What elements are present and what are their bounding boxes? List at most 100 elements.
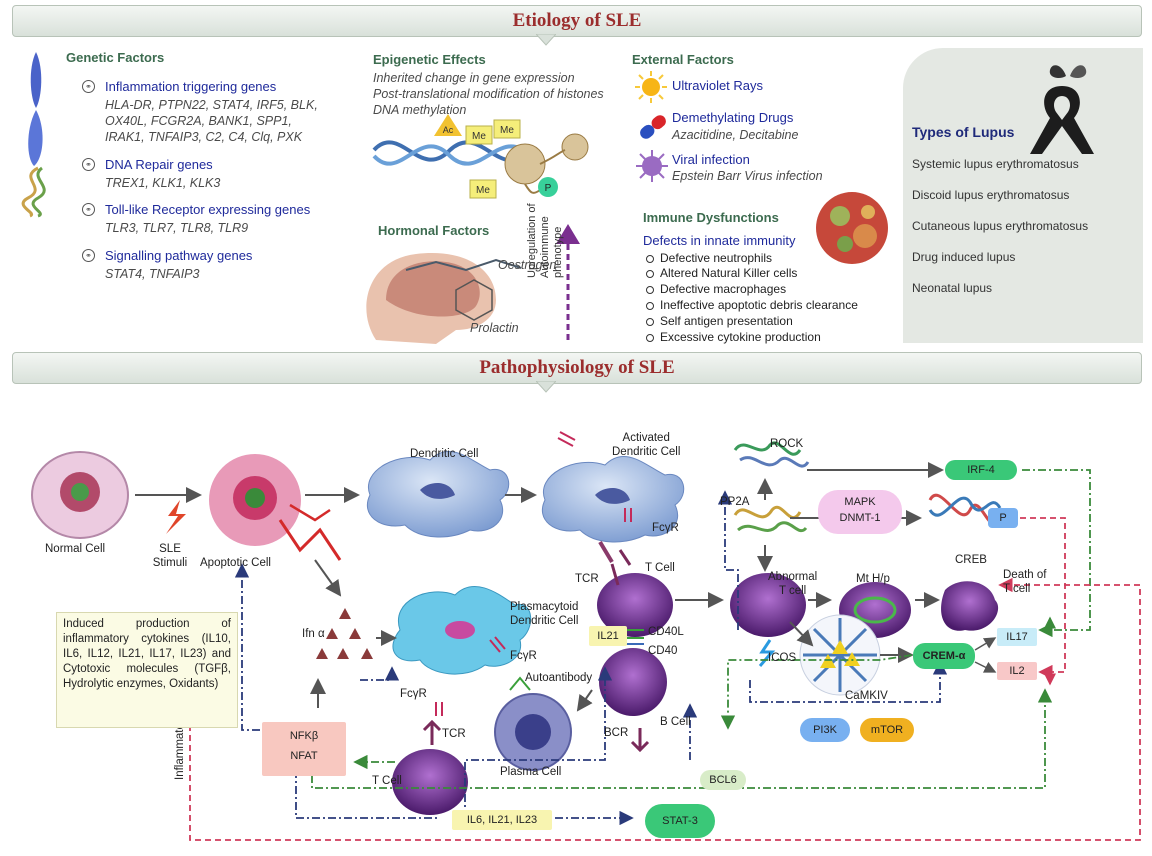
lupus-type-item: Drug induced lupus (912, 250, 1016, 264)
epigenetic-mark-p: P (545, 183, 552, 194)
activated-dc-label: Activated Dendritic Cell (612, 431, 680, 459)
upregulation-line-2: Autoimmune (539, 216, 551, 278)
pi3k-pill: PI3K (800, 718, 850, 742)
creb-label: CREB (955, 554, 987, 566)
bcl6-pill: BCL6 (700, 770, 746, 790)
pathophysiology-title: Pathophysiology of SLE (479, 357, 675, 378)
immune-cell-cluster-icon (816, 192, 888, 264)
pathophysiology-banner: Pathophysiology of SLE (12, 352, 1142, 384)
cd40-label: CD40 (648, 645, 678, 657)
fcgr-left-label: FcγR (400, 688, 427, 700)
sle-stimuli-line-2: Stimuli (152, 557, 188, 569)
epigenetic-line-3: DNA methylation (373, 103, 467, 117)
external-heading: External Factors (632, 52, 734, 67)
lupus-types-panel (903, 48, 1143, 343)
signalling-genes: STAT4, TNFAIP3 (105, 267, 200, 281)
il17-pill: IL17 (997, 628, 1037, 646)
il21-pill: IL21 (589, 626, 627, 646)
gene-icon: ⚭ (82, 80, 95, 93)
tcr-bottom-label: TCR (442, 728, 466, 740)
activated-dc-line-2: Dendritic Cell (612, 446, 681, 458)
fcgr-pdc-label: FcγR (510, 650, 537, 662)
epigenetic-heading: Epigenetic Effects (373, 52, 486, 67)
inflammation-genes-line-1: HLA-DR, PTPN22, STAT4, IRF5, BLK, (105, 98, 318, 112)
awareness-ribbon-icon (1030, 65, 1094, 154)
pdc-line-2: Dendritic Cell (510, 615, 579, 627)
signal-arrows-red (189, 517, 1141, 841)
receptor-marks (435, 431, 632, 716)
epigenetic-mark-me-2: Me (500, 125, 514, 136)
immune-item: Excessive cytokine production (646, 330, 821, 344)
t-cell-bottom-icon (392, 749, 468, 815)
death-line-1: Death of (1003, 569, 1047, 581)
abnormal-t-line-1: Abnormal (768, 571, 818, 583)
banner-pointer-icon (536, 34, 556, 46)
drugs-detail: Azacitidine, Decitabine (672, 128, 799, 142)
sun-uv-icon (635, 71, 667, 103)
b-cell-label: B Cell (660, 716, 691, 728)
gene-icon: ⚭ (82, 249, 95, 262)
viral-detail: Epstein Barr Virus infection (672, 169, 823, 183)
signal-arrows-blue (234, 490, 948, 826)
drugs-label: Demethylating Drugs (672, 110, 794, 125)
phospho-pill: P (988, 508, 1018, 528)
death-t-cell-label: Death of T cell (1003, 568, 1046, 596)
bcr-label: BCR (604, 727, 629, 739)
abnormal-t-cell-icon (730, 573, 806, 637)
dna-repair-genes-label: DNA Repair genes (105, 157, 213, 172)
sle-stimuli-label: SLE Stimuli (150, 542, 190, 570)
lightning-icon (166, 500, 186, 534)
pdc-line-1: Plasmacytoid (510, 601, 579, 613)
sle-stimuli-line-1: SLE (159, 543, 181, 555)
mapk-dnmt-pill: MAPK DNMT-1 (818, 490, 902, 534)
signal-arrows-green (311, 469, 1091, 789)
rock-protein-icon (733, 441, 810, 468)
rock-label: ROCK (770, 438, 804, 450)
upregulation-arrow-icon (556, 224, 580, 342)
upregulation-line-1: Upregulation of (526, 203, 538, 278)
immune-item: Ineffective apoptotic debris clearance (646, 298, 858, 312)
gene-icon: ⚭ (82, 158, 95, 171)
ils-pill: IL6, IL21, IL23 (452, 810, 552, 830)
abnormal-t-cell-label: Abnormal T cell (768, 570, 817, 598)
plasma-cell-label: Plasma Cell (500, 766, 562, 778)
ifn-alpha-icon (316, 608, 373, 659)
death-line-2: T cell (1003, 583, 1031, 595)
immune-heading: Immune Dysfunctions (643, 210, 779, 225)
t-cell-top-icon (597, 573, 673, 637)
banner-pointer-icon (536, 381, 556, 393)
nfkb-nfat-box: NFKβ NFAT (262, 722, 346, 776)
crem-pill: CREM-α (913, 643, 975, 669)
lupus-types-heading: Types of Lupus (912, 124, 1015, 140)
immune-item: Self antigen presentation (646, 314, 793, 328)
upregulation-label: Upregulation of Autoimmune phenotype (526, 158, 596, 278)
epigenetic-line-2: Post-translational modification of histo… (373, 87, 604, 101)
oestrogen-label: Oestrogen (498, 258, 557, 272)
stat3-pill: STAT-3 (645, 804, 715, 838)
fcgr-adc-label: FcγR (652, 522, 679, 534)
apoptotic-cell-label: Apoptotic Cell (200, 557, 271, 569)
normal-cell-icon (31, 451, 129, 539)
immune-item: Altered Natural Killer cells (645, 266, 798, 280)
dnmt-line: DNMT-1 (839, 512, 881, 524)
inflammation-genes-label: Inflammation triggering genes (105, 79, 277, 94)
immune-item: Defective macrophages (645, 282, 787, 296)
normal-cell-label: Normal Cell (45, 543, 106, 555)
lupus-type-item: Cutaneous lupus erythromatosus (912, 219, 1089, 233)
t-cell-top-label: T Cell (645, 562, 675, 574)
nfkb-label: NFKβ (289, 730, 319, 742)
hormonal-heading: Hormonal Factors (378, 223, 490, 238)
pp2a-label: PP2A (720, 496, 750, 508)
nfat-label: NFAT (290, 750, 318, 762)
virus-icon (636, 150, 668, 182)
prolactin-label: Prolactin (470, 321, 519, 335)
camkiv-cluster-icon (799, 614, 881, 696)
t-cell-bottom-label: T Cell (372, 775, 402, 787)
dendritic-cell-label: Dendritic Cell (410, 448, 479, 460)
etiology-banner: Etiology of SLE (12, 5, 1142, 37)
dna-repair-genes: TREX1, KLK1, KLK3 (105, 176, 221, 190)
inflammation-genes-line-3: IRAK1, TNFAIP3, C2, C4, Clq, PXK (105, 130, 303, 144)
activated-dc-line-1: Activated (622, 432, 670, 444)
lupus-type-item: Neonatal lupus (912, 281, 993, 295)
genetic-factors-heading: Genetic Factors (66, 50, 165, 65)
